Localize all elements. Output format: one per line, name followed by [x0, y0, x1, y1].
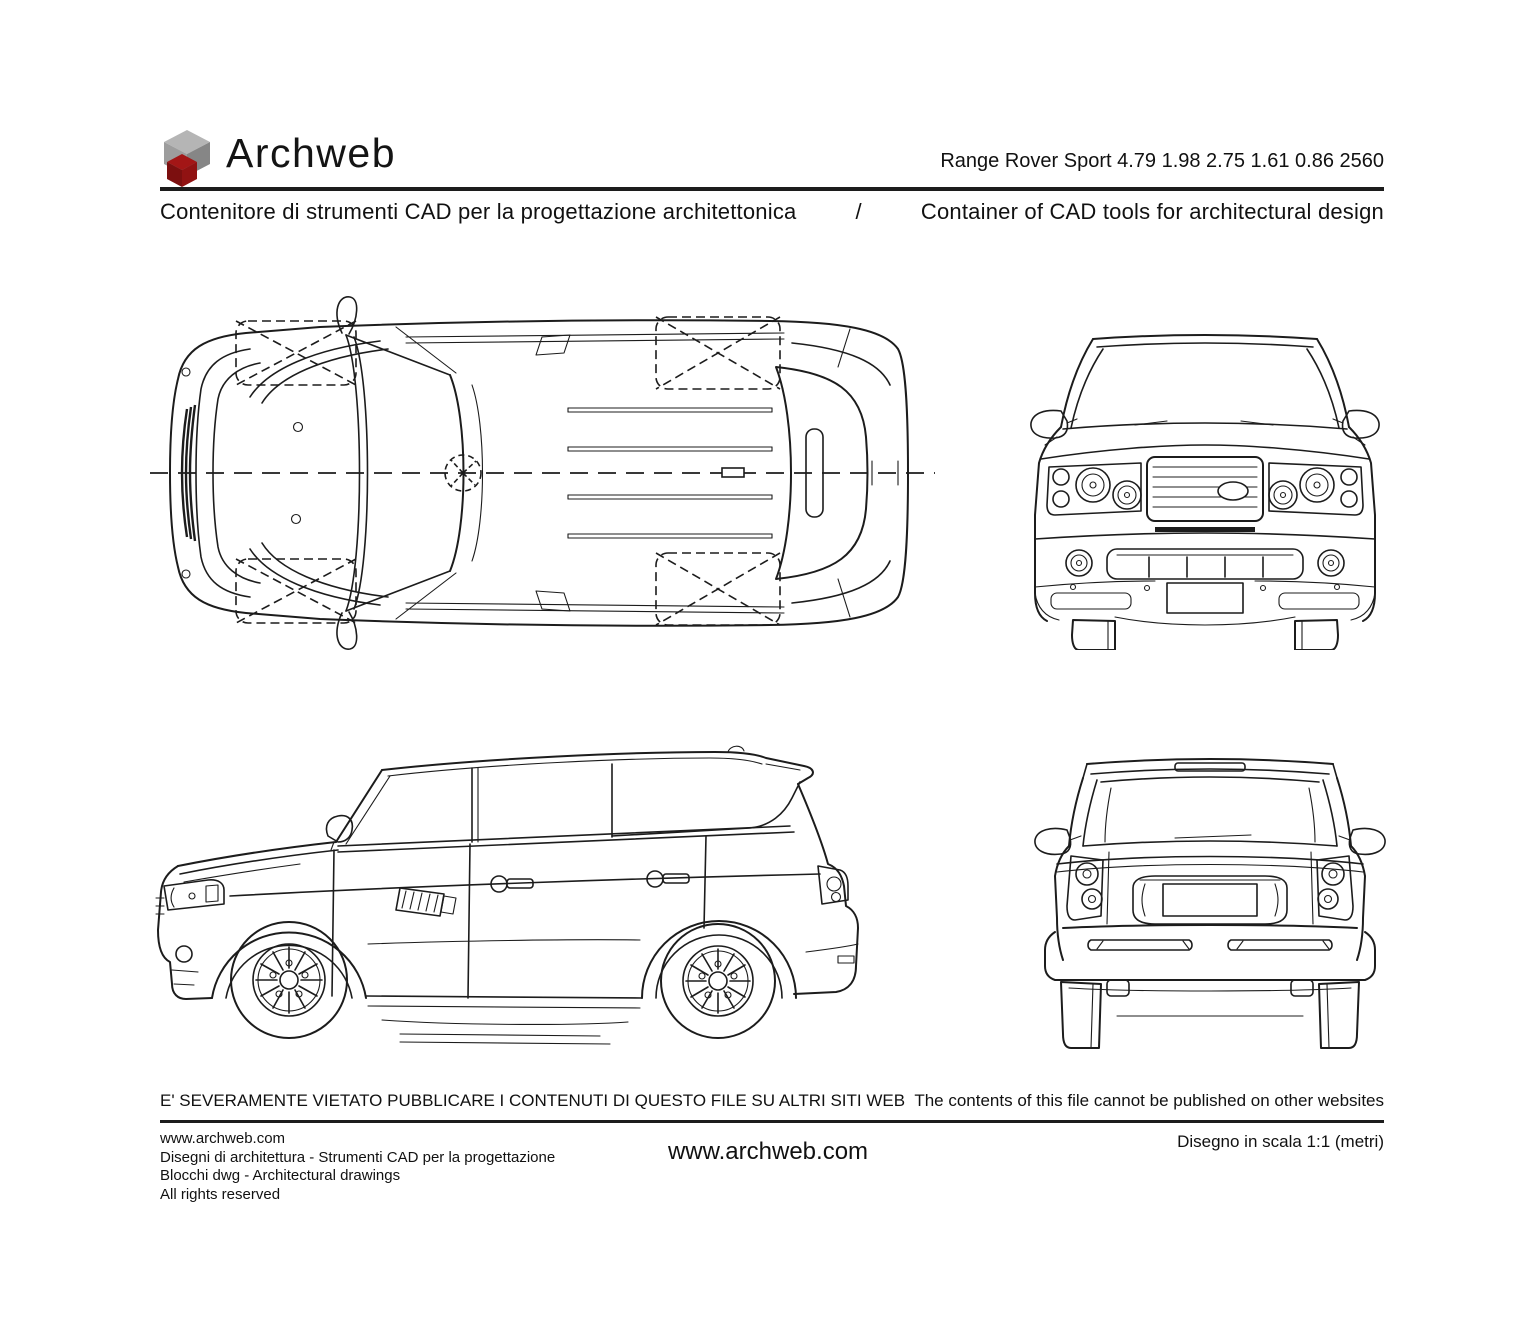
car-front-view-drawing [1015, 325, 1395, 650]
copyright-notice-english: The contents of this file cannot be publ… [914, 1091, 1384, 1110]
footer-tagline-english: Blocchi dwg - Architectural drawings [160, 1167, 401, 1184]
footer-scale-note: Disegno in scala 1:1 (metri) [1177, 1132, 1384, 1151]
subtitle-english: Container of CAD tools for architectural… [920, 199, 1384, 224]
copyright-notice-italian: E' SEVERAMENTE VIETATO PUBBLICARE I CONT… [160, 1091, 906, 1110]
car-rear-view-drawing [1025, 748, 1395, 1058]
page-subtitle: Contenitore di strumenti CAD per la prog… [160, 199, 1384, 225]
archweb-logo-text: Archweb [226, 130, 397, 176]
footer-site-url-center[interactable]: www.archweb.com [667, 1138, 869, 1165]
subtitle-italian: Contenitore di strumenti CAD per la prog… [160, 199, 797, 224]
car-top-view-drawing [150, 287, 935, 657]
subtitle-separator: / [855, 199, 862, 224]
archweb-logo-icon [160, 128, 214, 188]
car-side-view-drawing [150, 738, 925, 1070]
header-rule [160, 187, 1384, 191]
footer-rights: All rights reserved [160, 1185, 281, 1203]
footer-tagline-italian: Disegni di architettura - Strumenti CAD … [160, 1148, 556, 1166]
copyright-notice-row: E' SEVERAMENTE VIETATO PUBBLICARE I CONT… [160, 1091, 1384, 1111]
footer-info-block: www.archweb.com Disegni di architettura … [160, 1130, 555, 1204]
model-specs-text: Range Rover Sport 4.79 1.98 2.75 1.61 0.… [940, 150, 1384, 172]
footer-site-url[interactable]: www.archweb.com [160, 1130, 286, 1147]
footer-rule [160, 1120, 1384, 1123]
